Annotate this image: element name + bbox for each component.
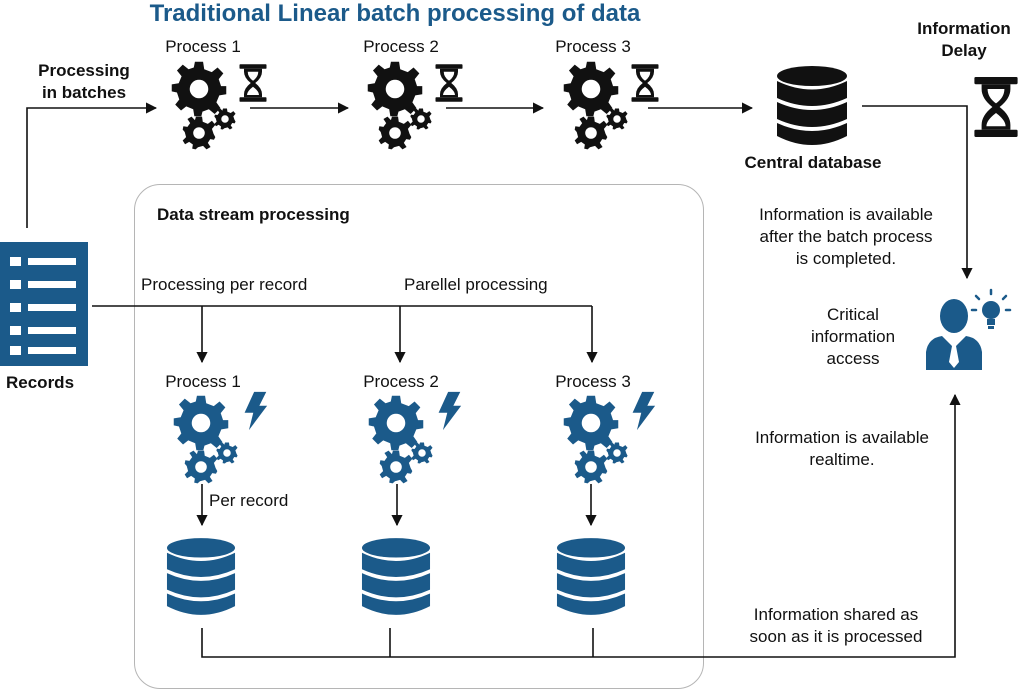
stream-gears-icon-2: [368, 395, 433, 484]
parallel-processing-label: Parellel processing: [404, 275, 548, 294]
stream-database-icon-3: [556, 538, 626, 615]
stream-processing-frame: [134, 184, 704, 689]
stream-collector-line: [201, 393, 961, 658]
batch-gears-icon-1: [171, 61, 236, 150]
information-shared-note: Information shared as soon as it is proc…: [749, 605, 923, 646]
central-database-icon: [777, 66, 847, 145]
lightning-bolt-icon-2: [438, 391, 462, 431]
processing-per-record-label: Processing per record: [141, 275, 308, 294]
critical-information-access-label: Critical information access: [810, 305, 896, 368]
stream-gears-icon-1: [173, 395, 238, 484]
lightning-bolt-icon-1: [244, 391, 268, 431]
lightning-bolt-icon-3: [632, 391, 656, 431]
stream-process-3-label: Process 3: [555, 372, 631, 391]
batch-process-1-label: Process 1: [165, 37, 241, 56]
db-to-access-line: [862, 105, 973, 280]
stream-database-icon-2: [361, 538, 431, 615]
batch-availability-note: Information is available after the batch…: [759, 205, 933, 268]
person-idea-icon: [926, 288, 1012, 370]
delay-hourglass-icon: [974, 77, 1018, 137]
processing-in-batches-label: Processing in batches: [38, 61, 130, 102]
batch-process-3-label: Process 3: [555, 37, 631, 56]
batch-gears-icon-3: [563, 61, 628, 150]
stream-section-title: Data stream processing: [157, 205, 350, 224]
hourglass-icon-3: [631, 64, 659, 102]
batch-process-2-label: Process 2: [363, 37, 439, 56]
diagram-title: Traditional Linear batch processing of d…: [149, 0, 641, 27]
records-to-batch-line: [26, 102, 158, 228]
batch-gears-icon-2: [367, 61, 432, 150]
stream-process-2-label: Process 2: [363, 372, 439, 391]
hourglass-icon-2: [435, 64, 463, 102]
hourglass-icon-1: [239, 64, 267, 102]
information-delay-label: Information Delay: [917, 19, 1011, 60]
realtime-availability-note: Information is available realtime.: [755, 428, 929, 469]
central-database-label: Central database: [744, 153, 882, 172]
stream-gears-icon-3: [563, 395, 628, 484]
per-record-note: Per record: [209, 491, 289, 510]
records-label: Records: [6, 373, 75, 392]
stream-database-icon-1: [166, 538, 236, 615]
stream-process-1-label: Process 1: [165, 372, 241, 391]
records-list-icon: [0, 242, 88, 366]
